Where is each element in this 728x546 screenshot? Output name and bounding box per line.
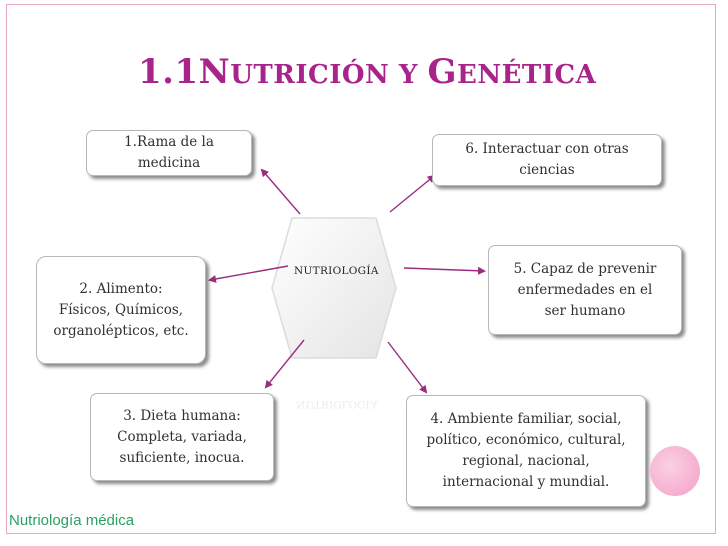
box-4-ambiente: 4. Ambiente familiar, social, político, … xyxy=(406,395,646,507)
footer-text: Nutriología médica xyxy=(9,512,135,529)
box-5-line-3: ser humano xyxy=(544,302,626,319)
box-4-line-3: regional, nacional, xyxy=(462,453,590,469)
box-5-line-2: enfermedades en el xyxy=(517,281,653,298)
decorative-circle xyxy=(650,446,700,496)
arrow-to-box-2 xyxy=(208,265,289,283)
box-3-line-3: suficiente, inocua. xyxy=(119,449,245,466)
box-2-line-1: 2. Alimento: xyxy=(79,280,163,297)
arrow-to-box-1 xyxy=(260,168,301,215)
center-label: NUTRIOLOGÍA xyxy=(294,265,379,277)
slide-frame xyxy=(6,4,716,534)
box-5-line-1: 5. Capaz de prevenir xyxy=(513,260,657,277)
box-2-alimento: 2. Alimento: Físicos, Químicos, organolé… xyxy=(36,256,206,364)
box-3-dieta: 3. Dieta humana: Completa, variada, sufi… xyxy=(90,393,274,481)
box-1-line-1: 1.Rama de la xyxy=(124,134,214,150)
box-4-line-1: 4. Ambiente familiar, social, xyxy=(430,411,622,427)
slide-title: 1.1NUTRICIÓN Y GENÉTICA xyxy=(138,52,596,92)
box-6-line-1: 6. Interactuar con otras xyxy=(465,141,629,157)
title-part-1: 1.1N xyxy=(138,52,231,92)
box-4-line-4: internacional y mundial. xyxy=(442,474,610,490)
box-1-rama: 1.Rama de la medicina xyxy=(86,130,252,176)
box-1-line-2: medicina xyxy=(137,155,201,171)
title-part-3: G xyxy=(427,52,458,92)
box-6-interactuar: 6. Interactuar con otras ciencias xyxy=(432,134,662,186)
arrow-to-box-5 xyxy=(403,266,486,275)
box-3-line-1: 3. Dieta humana: xyxy=(123,407,241,424)
arrow-to-box-3 xyxy=(264,339,305,389)
box-6-line-2: ciencias xyxy=(519,162,575,178)
box-2-line-3: organolépticos, etc. xyxy=(53,322,189,339)
arrow-to-box-6 xyxy=(389,174,436,213)
center-hexagon xyxy=(271,217,397,359)
box-2-line-2: Físicos, Químicos, xyxy=(58,301,184,318)
box-4-line-2: político, económico, cultural, xyxy=(426,432,626,448)
title-part-4: ENÉTICA xyxy=(457,60,597,90)
box-3-line-2: Completa, variada, xyxy=(117,428,247,445)
arrow-to-box-4 xyxy=(387,341,428,394)
title-part-2: UTRICIÓN Y xyxy=(230,60,428,90)
box-5-prevenir: 5. Capaz de prevenir enfermedades en el … xyxy=(488,245,682,335)
